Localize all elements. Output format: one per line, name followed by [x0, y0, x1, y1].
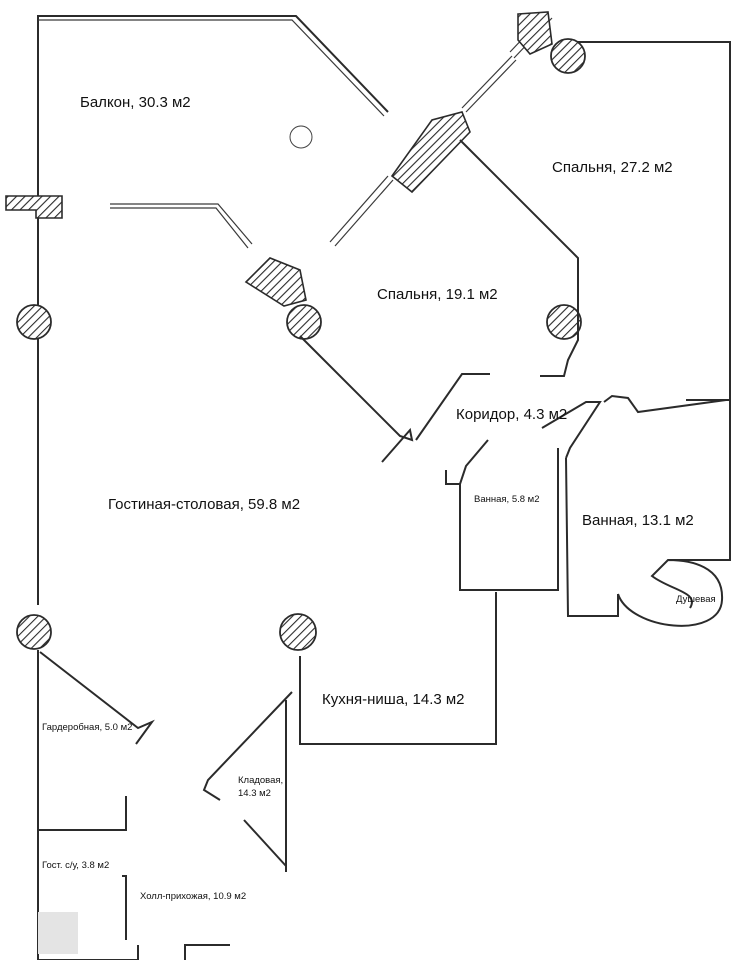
- room-label-corridor: Коридор, 4.3 м2: [456, 406, 568, 423]
- wc-floor-mark: [38, 912, 78, 954]
- room-label-storage-name: Кладовая,: [238, 775, 284, 786]
- structural-hatches: [5, 11, 553, 307]
- room-label-shower: Душевая: [676, 594, 716, 605]
- room-label-hall: Холл-прихожая, 10.9 м2: [140, 891, 247, 902]
- room-label-bedroom: Спальня, 19.1 м2: [377, 286, 498, 303]
- room-label-bedroom-large: Спальня, 27.2 м2: [552, 159, 673, 176]
- balcony-walls: [37, 11, 553, 247]
- room-label-kitchen: Кухня-ниша, 14.3 м2: [322, 691, 465, 708]
- room-label-bath-large: Ванная, 13.1 м2: [582, 512, 694, 529]
- interior-walls: [38, 139, 727, 940]
- room-label-bath-small: Ванная, 5.8 м2: [474, 494, 540, 505]
- balcony-drain: [289, 125, 313, 149]
- living-window: [110, 203, 253, 249]
- columns: [16, 38, 586, 651]
- room-label-living-dining: Гостиная-столовая, 59.8 м2: [108, 496, 301, 513]
- room-label-balcony: Балкон, 30.3 м2: [80, 94, 191, 111]
- room-label-guest-wc: Гост. с/у, 3.8 м2: [42, 860, 110, 871]
- room-label-wardrobe: Гардеробная, 5.0 м2: [42, 722, 133, 733]
- room-label-storage-area: 14.3 м2: [238, 788, 271, 799]
- exterior-walls: [37, 41, 731, 960]
